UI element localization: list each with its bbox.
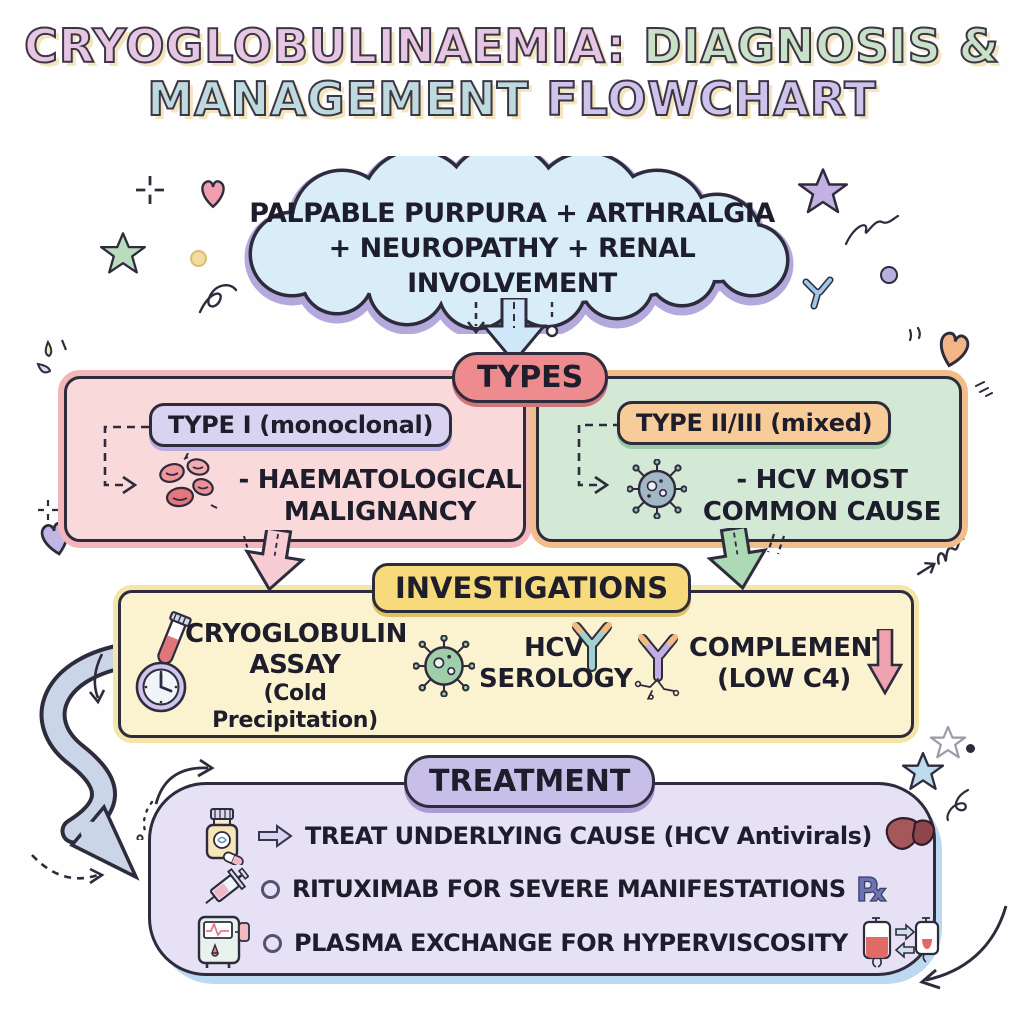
presentation-text: PALPABLE PURPURA + ARTHRALGIA + NEUROPAT… [222, 196, 802, 301]
rx-icon: ℞ [857, 869, 888, 909]
sparkle-plus-icon [38, 500, 58, 520]
dot-icon [190, 250, 207, 267]
dashed-curved-arrow-icon [31, 854, 105, 885]
type2-detail: - HCV MOST COMMON CAUSE [697, 465, 947, 528]
title-line-1: CRYOGLOBULINAEMIA: DIAGNOSIS & [0, 18, 1024, 73]
antibody-icon [634, 634, 680, 700]
hcv-line1: HCV [523, 633, 585, 663]
types-banner-label: TYPES [477, 360, 584, 395]
type1-to-investigations-arrow-icon [243, 530, 306, 592]
antibody-icon [572, 622, 612, 672]
hcv-line2: SEROLOGY [479, 664, 633, 695]
investigation-item-complement: COMPLEMENT (LOW C4) [689, 633, 890, 695]
double-arrow-bullet-icon [258, 824, 293, 848]
complement-line2: (LOW C4) [716, 664, 851, 695]
liver-icon [885, 817, 935, 850]
title-part-diagnosis: DIAGNOSIS & [626, 18, 1000, 73]
presentation-line-2: + NEUROPATHY + RENAL INVOLVEMENT [328, 233, 696, 300]
cryoglobulin-line2: ASSAY [249, 650, 341, 681]
clock-icon [135, 661, 187, 713]
type2-box: TYPE II/III (mixed) - HCV MOST [536, 376, 962, 542]
type2-detail-line2: COMMON CAUSE [702, 496, 942, 527]
dot-icon [966, 744, 975, 753]
heart-icon [201, 180, 225, 209]
bullet-ring-icon [263, 933, 282, 953]
red-blood-cells-icon [159, 453, 218, 509]
treatment-item-plasma-exchange: PLASMA EXCHANGE FOR HYPERVISCOSITY [195, 915, 940, 971]
em-squiggle-arrow-icon [916, 521, 967, 576]
investigations-to-treatment-arrow-icon [39, 641, 144, 881]
title-part-disease: CRYOGLOBULINAEMIA: [23, 18, 627, 73]
type1-box: TYPE I (monoclonal) - HAEMATOLOGICAL MAL… [64, 376, 526, 542]
small-curved-arrow-icon [88, 653, 106, 705]
type1-label: TYPE I (monoclonal) [168, 411, 434, 439]
star-outline-icon [930, 726, 966, 759]
star-icon [798, 168, 848, 214]
sparkle-plus-icon [136, 176, 164, 204]
type2-detail-line1: - HCV MOST [736, 465, 908, 495]
investigations-banner-label: INVESTIGATIONS [395, 571, 669, 605]
dashed-connector-icon [103, 425, 149, 495]
type2-to-investigations-arrow-icon [706, 528, 786, 591]
treatment-item-rituximab: RITUXIMAB FOR SEVERE MANIFESTATIONS ℞ [199, 863, 888, 915]
type1-pill: TYPE I (monoclonal) [149, 403, 453, 447]
investigations-box: CRYOGLOBULIN ASSAY (Cold Precipitation) … [118, 590, 914, 738]
investigation-item-cryoglobulin: CRYOGLOBULIN ASSAY (Cold Precipitation) [185, 619, 408, 734]
title-part-flowchart: FLOWCHART [529, 72, 877, 127]
squiggle-icon [198, 284, 238, 314]
complement-line1: COMPLEMENT [689, 633, 890, 663]
investigation-item-hcv: HCV SEROLOGY [479, 633, 633, 695]
title-line-2: MANAGEMENT FLOWCHART [0, 72, 1024, 127]
type1-detail: - HAEMATOLOGICAL MALIGNANCY [235, 465, 525, 528]
bottom-curved-arrow-icon [919, 905, 1008, 990]
squiggle-icon [844, 214, 900, 246]
blood-bags-icon [862, 917, 939, 968]
dashed-connector-icon [577, 423, 621, 495]
presentation-line-1: PALPABLE PURPURA + ARTHRALGIA [249, 198, 775, 229]
treatment-box: TREAT UNDERLYING CAUSE (HCV Antivirals) … [148, 782, 939, 976]
dashed-dots-icon [136, 800, 154, 840]
page-title: CRYOGLOBULINAEMIA: DIAGNOSIS & MANAGEMEN… [0, 18, 1024, 127]
arc-arrow-icon [154, 758, 215, 805]
treatment-text-2: RITUXIMAB FOR SEVERE MANIFESTATIONS [292, 875, 846, 903]
heart-icon [939, 331, 970, 368]
sparkle-drops-icon [36, 339, 68, 374]
investigations-banner: INVESTIGATIONS [372, 563, 692, 613]
treatment-text-3: PLASMA EXCHANGE FOR HYPERVISCOSITY [294, 929, 848, 957]
syringe-icon [205, 867, 249, 904]
type1-detail-line1: - HAEMATOLOGICAL [238, 465, 522, 495]
star-icon [100, 232, 146, 274]
dot-icon [880, 266, 898, 284]
virus-icon [627, 459, 687, 519]
squiggle-icon [946, 788, 970, 822]
treatment-text-1: TREAT UNDERLYING CAUSE (HCV Antivirals) [305, 822, 872, 850]
title-part-management: MANAGEMENT [146, 72, 530, 127]
tick-marks-icon [975, 381, 993, 397]
type2-label: TYPE II/III (mixed) [636, 409, 873, 437]
low-c4-down-arrow-icon [867, 629, 903, 696]
medicine-bottle-icon [205, 808, 244, 865]
doodle-antibody-icon [802, 276, 834, 310]
tick-marks-icon [908, 326, 921, 342]
treatment-item-underlying-cause: TREAT UNDERLYING CAUSE (HCV Antivirals) [199, 807, 938, 865]
bullet-ring-icon [261, 879, 280, 899]
cryoglobulin-line3: (Cold Precipitation) [212, 681, 378, 733]
cloud-to-types-arrow-icon [466, 298, 559, 364]
treatment-banner-label: TREATMENT [429, 764, 631, 799]
treatment-banner: TREATMENT [404, 755, 656, 808]
star-icon [902, 752, 944, 790]
type2-pill: TYPE II/III (mixed) [617, 401, 892, 445]
virus-icon [413, 635, 475, 697]
types-banner: TYPES [452, 352, 609, 403]
cryoglobulin-line1: CRYOGLOBULIN [185, 619, 408, 649]
apheresis-machine-icon [197, 915, 250, 968]
type1-detail-line2: MALIGNANCY [283, 496, 477, 527]
